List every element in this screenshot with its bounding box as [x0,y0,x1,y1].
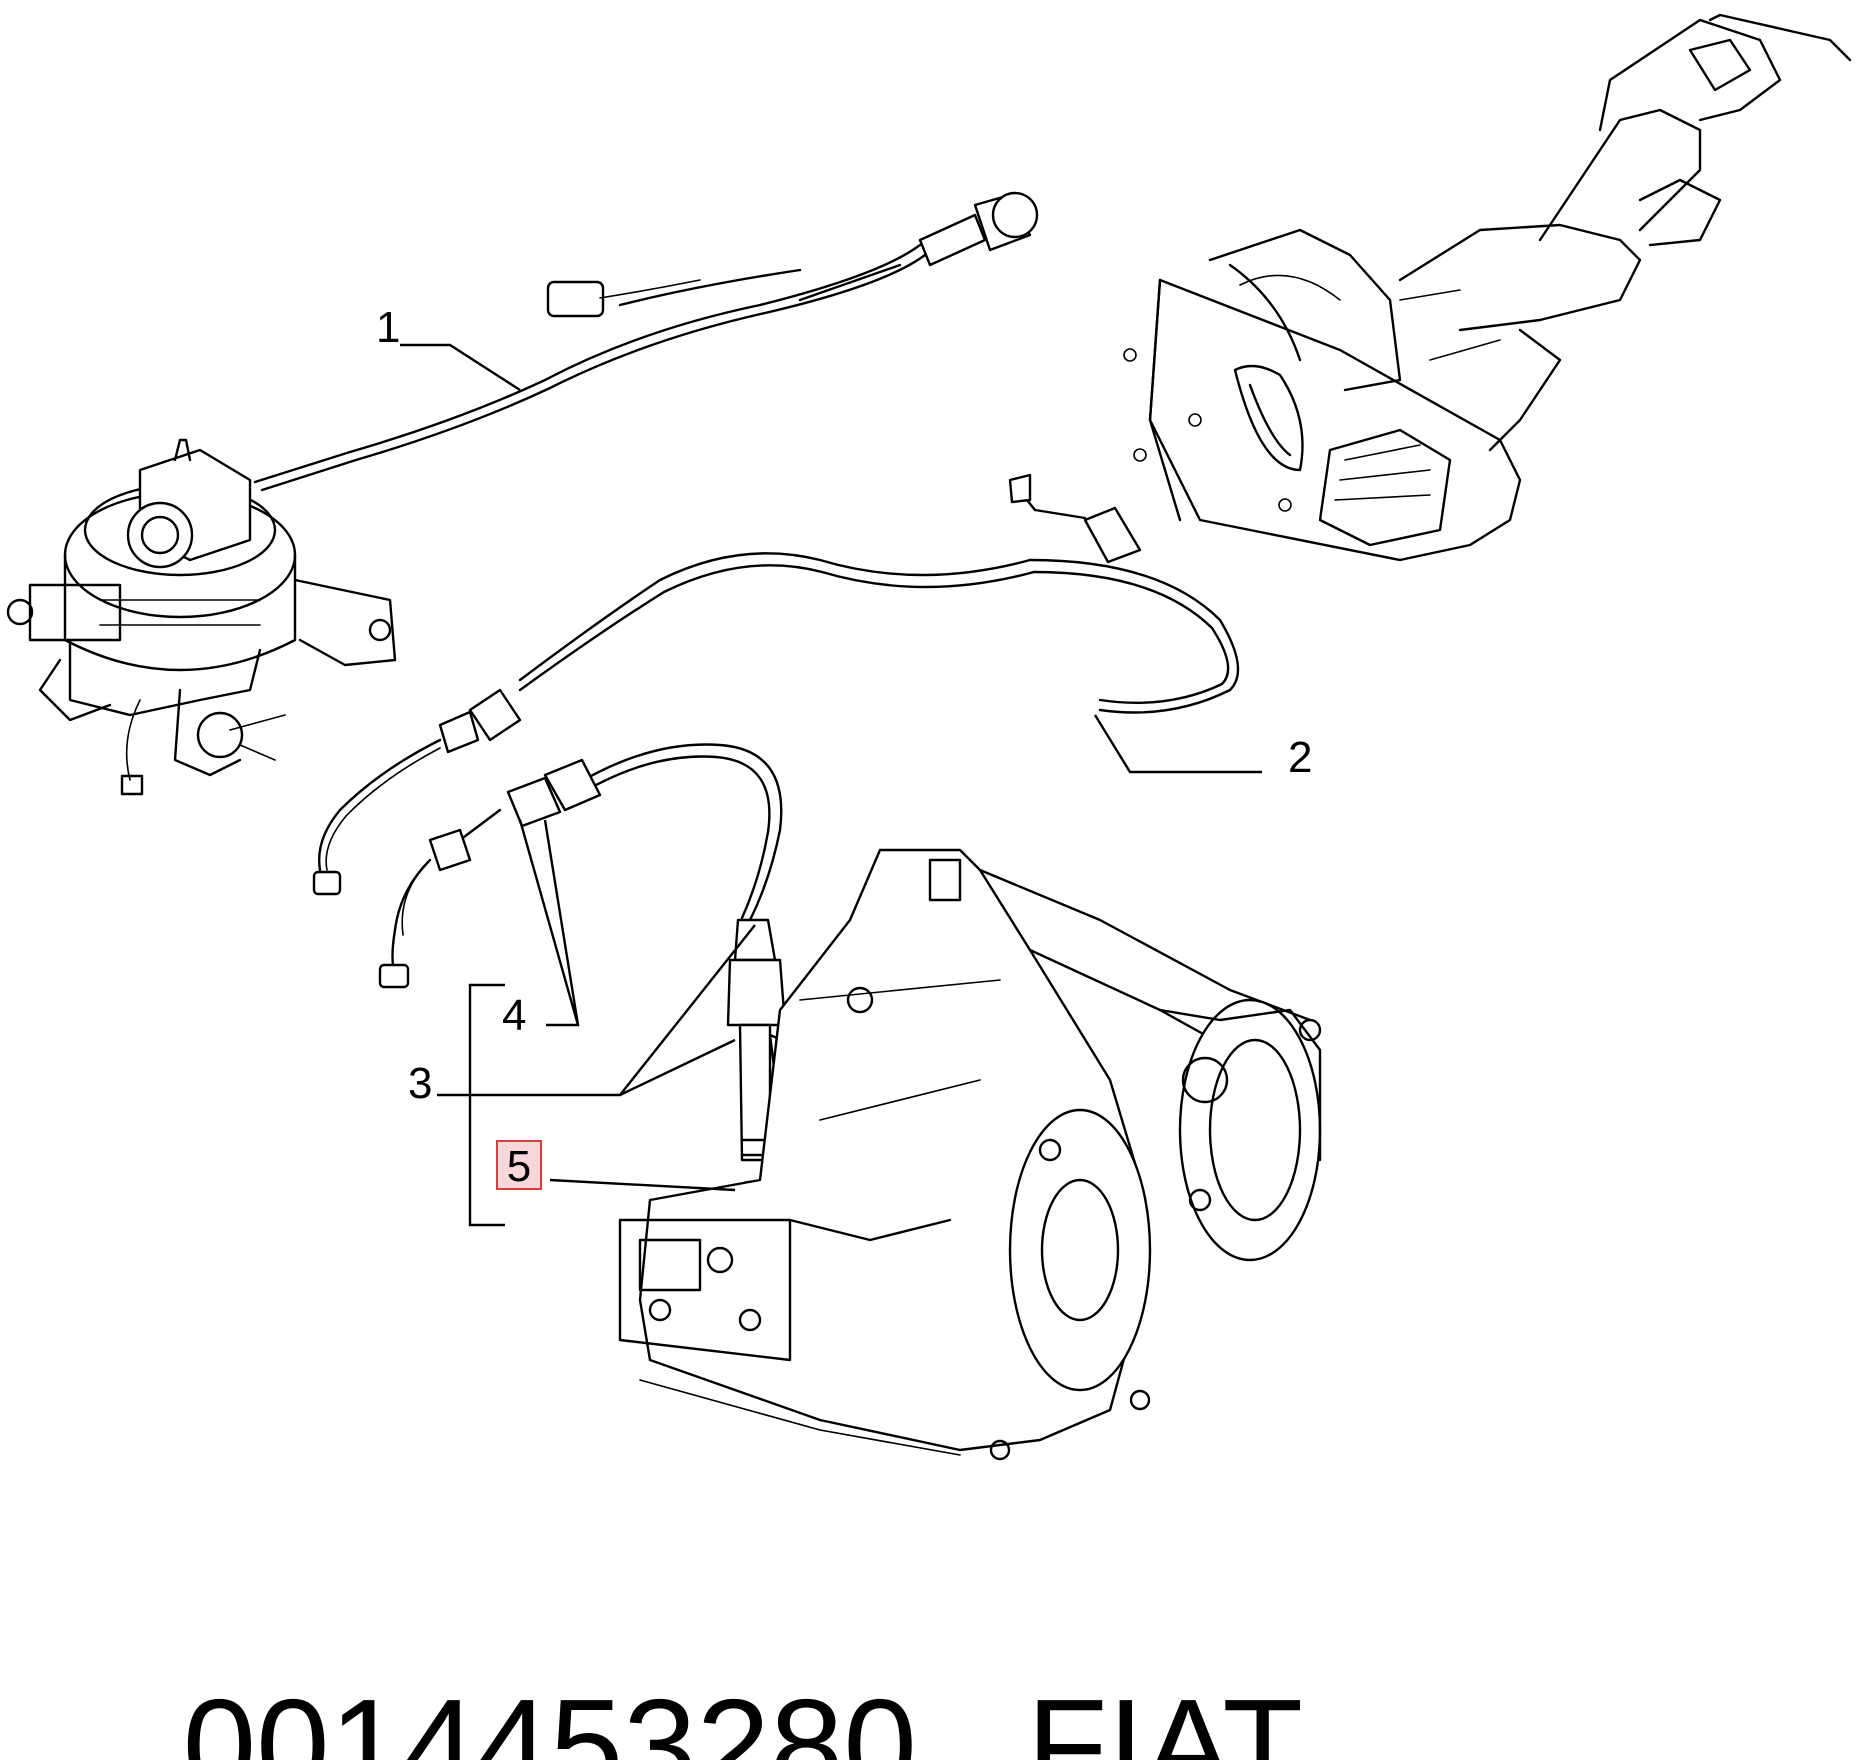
callout-2: 2 [1288,733,1313,782]
transmission-illustration [618,848,1322,1461]
brand-name: FIAT [1026,1672,1304,1760]
leader-1 [400,343,521,392]
leader-3 [437,924,756,1097]
callout-3: 3 [408,1059,433,1108]
cable-3-illustration [378,743,817,1200]
cable-2-illustration [312,473,1240,896]
leader-lines [400,343,1262,1227]
leader-4 [518,819,580,1027]
callout-5-highlighted: 5 [496,1140,542,1191]
leader-2 [1093,714,1262,774]
callout-1: 1 [376,303,401,352]
part-caption: 0014453280 FIAT [36,1548,1303,1760]
carburetor-illustration [6,438,397,796]
exploded-parts-drawing [6,13,1852,1461]
callout-4: 4 [502,991,527,1040]
leader-5 [549,1178,736,1192]
assembly-bracket [468,983,505,1227]
pedal-bracket-illustration [1123,13,1852,562]
cable-1-illustration [253,191,1039,492]
part-number: 0014453280 [182,1672,917,1760]
